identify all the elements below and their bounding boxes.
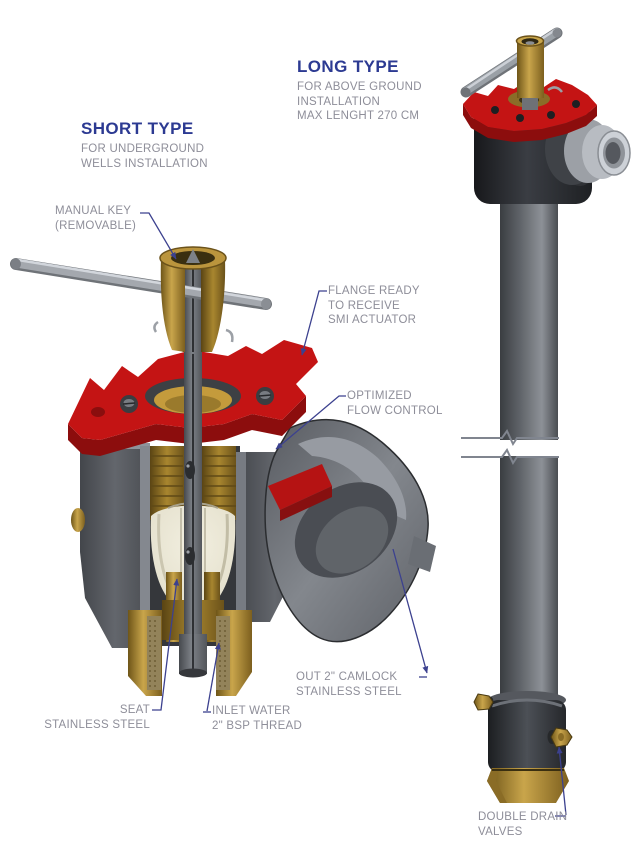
short-type-title: SHORT TYPE <box>81 119 194 138</box>
pipe-break-symbol <box>458 429 562 466</box>
camlock-fitting <box>545 113 631 185</box>
short-type-heading: SHORT TYPE FOR UNDERGROUND WELLS INSTALL… <box>81 119 208 171</box>
callout-out-camlock: OUT 2" CAMLOCK STAINLESS STEEL <box>296 671 402 698</box>
callout-flow-control: OPTIMIZED FLOW CONTROL <box>347 390 443 417</box>
callout-flange: FLANGE READY TO RECEIVE SMI ACTUATOR <box>328 285 420 327</box>
short-type-description: FOR UNDERGROUND WELLS INSTALLATION <box>81 143 208 170</box>
flange-cut-section <box>268 464 332 521</box>
brass-end-nut <box>487 768 569 803</box>
long-valve-drawing <box>458 27 631 803</box>
camlock-outlet <box>264 418 436 643</box>
bonnet-threads <box>150 446 236 520</box>
long-type-title: LONG TYPE <box>297 57 399 76</box>
callout-seat: SEAT STAINLESS STEEL <box>44 704 150 731</box>
leader-manual-key <box>140 212 177 260</box>
leader-flange <box>300 290 327 356</box>
leader-seat <box>152 578 180 711</box>
drain-valve-left <box>473 693 494 711</box>
inlet-legs <box>128 610 252 696</box>
valve-stem-lower <box>184 440 202 640</box>
callout-drain-valves: DOUBLE DRAIN VALVES <box>478 811 568 838</box>
manual-key-rod <box>10 258 272 310</box>
leader-inlet <box>206 642 221 712</box>
long-type-heading: LONG TYPE FOR ABOVE GROUND INSTALLATION … <box>297 57 422 124</box>
leader-lines <box>140 212 567 817</box>
long-stem-bushing <box>515 35 545 110</box>
short-valve-drawing <box>10 246 436 696</box>
leader-flow-control <box>275 395 346 450</box>
leader-out-camlock <box>392 548 429 674</box>
stem-bushing <box>153 246 234 352</box>
long-type-description: FOR ABOVE GROUND INSTALLATION MAX LENGHT… <box>297 81 422 123</box>
flange-screw-right <box>256 387 274 405</box>
leader-drain <box>556 746 567 816</box>
flange-screw-left <box>120 395 138 413</box>
bottom-coupler <box>488 691 566 772</box>
callout-inlet: INLET WATER 2" BSP THREAD <box>212 705 302 732</box>
drain-valve-right <box>547 727 573 748</box>
callout-manual-key: MANUAL KEY (REMOVABLE) <box>55 205 137 232</box>
